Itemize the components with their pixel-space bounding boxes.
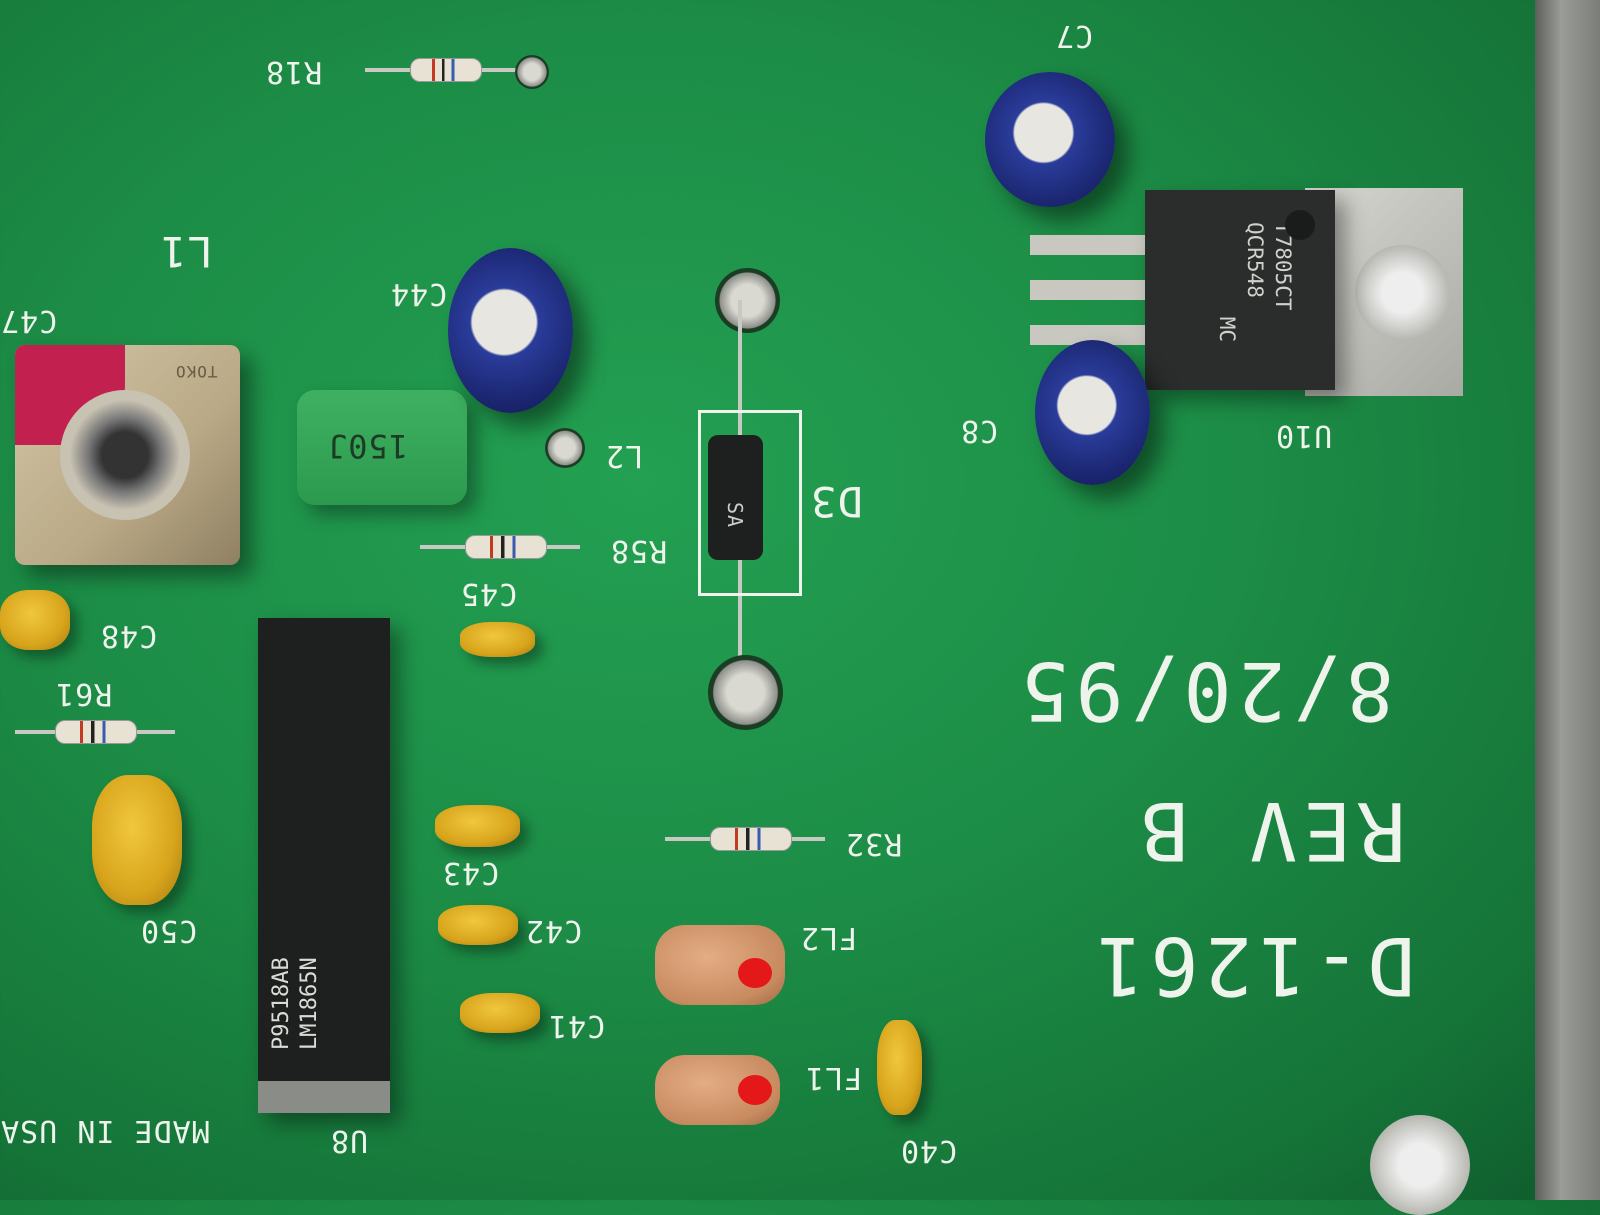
regulator-pin xyxy=(1030,325,1150,345)
inductor-marking: 150J xyxy=(327,427,409,465)
capacitor-c42 xyxy=(438,905,518,945)
label-c43: C43 xyxy=(442,855,500,890)
regulator-u10: T7805CT QCR548 MC xyxy=(1145,190,1335,390)
pad xyxy=(715,268,780,333)
resistor-r18 xyxy=(410,58,482,82)
coil-l1: TOKO xyxy=(15,345,240,565)
ic-paint-band xyxy=(258,1081,390,1113)
pad xyxy=(545,428,585,468)
capacitor-c50 xyxy=(92,775,182,905)
screw-icon xyxy=(1370,1115,1470,1215)
regulator-marking-2: T7805CT xyxy=(1271,222,1295,311)
resistor-r61 xyxy=(55,720,137,744)
label-c50: C50 xyxy=(140,913,198,948)
label-c7: C7 xyxy=(1055,18,1094,53)
coil-marking: TOKO xyxy=(175,362,218,381)
label-r18: R18 xyxy=(265,54,323,89)
label-r61: R61 xyxy=(55,676,113,711)
label-c8: C8 xyxy=(960,413,999,448)
regulator-pin xyxy=(1030,280,1150,300)
label-d3: D3 xyxy=(810,477,863,526)
regulator-marking: T7805CT QCR548 MC xyxy=(1213,222,1297,342)
label-c48: C48 xyxy=(100,618,158,653)
label-u10: U10 xyxy=(1275,418,1333,453)
board-revision: REV B xyxy=(1135,784,1406,877)
label-fl2: FL2 xyxy=(800,920,858,955)
regulator-marking-3: QCR548 xyxy=(1243,222,1267,298)
diode-marking: SA xyxy=(723,501,748,529)
regulator-pin xyxy=(1030,235,1150,255)
pad xyxy=(515,55,549,89)
label-fl1: FL1 xyxy=(805,1060,863,1095)
inductor-l2: 150J xyxy=(297,390,467,505)
capacitor-c48 xyxy=(0,590,70,650)
label-l2: L2 xyxy=(605,438,644,473)
label-c42: C42 xyxy=(525,913,583,948)
label-c45: C45 xyxy=(460,576,518,611)
label-c44: C44 xyxy=(390,276,448,311)
regulator-marking-1: MC xyxy=(1215,316,1239,342)
diode-d3: SA xyxy=(708,435,763,560)
ejector-mark xyxy=(1285,210,1315,240)
capacitor-c41 xyxy=(460,993,540,1033)
capacitor-c7 xyxy=(985,72,1115,207)
board-part-number: D-1261 xyxy=(1090,919,1415,1012)
pad xyxy=(708,655,783,730)
capacitor-c8 xyxy=(1035,340,1150,485)
coil-core xyxy=(60,390,190,520)
resistor-r58 xyxy=(465,535,547,559)
label-l1: L1 xyxy=(160,227,213,276)
ic-marking: P9518AB LM1865N xyxy=(268,957,324,1050)
made-in-usa-text: MADE IN USA xyxy=(0,1113,210,1148)
ic-u8 xyxy=(258,618,390,1113)
screw-icon xyxy=(1355,245,1450,340)
ic-marking-1: P9518AB xyxy=(269,957,294,1050)
label-r58: R58 xyxy=(610,533,668,568)
resistor-r32 xyxy=(710,827,792,851)
capacitor-c43 xyxy=(435,805,520,847)
ic-marking-2: LM1865N xyxy=(297,957,322,1050)
red-dot xyxy=(738,958,772,988)
label-c41: C41 xyxy=(548,1008,606,1043)
label-c47: C47 xyxy=(0,303,58,338)
capacitor-c40 xyxy=(877,1020,922,1115)
red-dot xyxy=(738,1075,772,1105)
label-r32: R32 xyxy=(845,826,903,861)
chassis-edge xyxy=(1535,0,1600,1200)
label-c40: C40 xyxy=(900,1133,958,1168)
board-date: 8/20/95 xyxy=(1015,644,1395,737)
d3-outline xyxy=(698,410,802,596)
label-u8: U8 xyxy=(330,1123,369,1158)
capacitor-c44 xyxy=(448,248,573,413)
capacitor-c45 xyxy=(460,622,535,657)
